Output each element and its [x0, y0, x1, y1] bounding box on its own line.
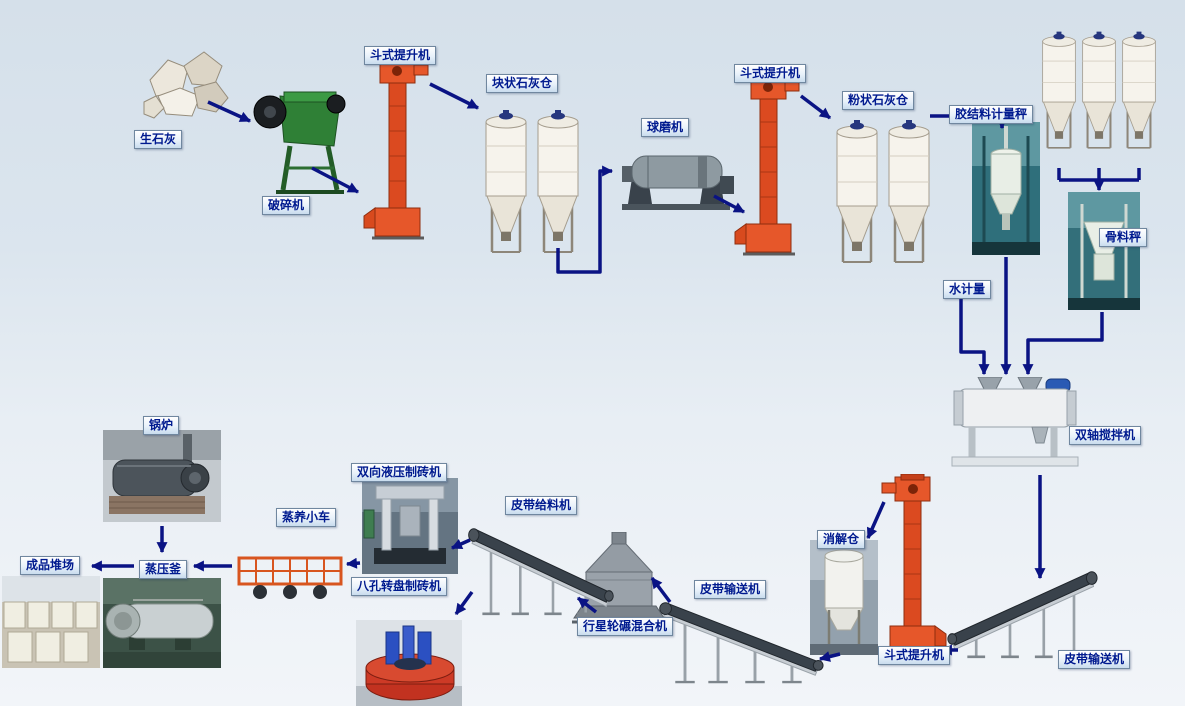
conveyor-icon: [658, 601, 825, 684]
silo-pair-icon: [484, 110, 580, 254]
arrow-elevator2-to-powder-silo: [799, 94, 832, 120]
boiler-photo: [103, 430, 221, 526]
binder-scale-photo: [972, 122, 1040, 259]
label-bucket-elevator-1: 斗式提升机: [364, 46, 437, 65]
bucket-elevator-icon: [362, 56, 430, 240]
aggregate-scale-icon: [1068, 192, 1140, 310]
bucket-elevator-3-machine: [878, 474, 948, 663]
label-product-yard: 成品堆场: [20, 556, 81, 575]
arrow-aggregate-scale-to-mixer: [1022, 312, 1104, 376]
silo-pair-icon: [835, 120, 931, 264]
silo-triple-icon: [1041, 30, 1157, 150]
label-steam-trolley: 蒸养小车: [276, 508, 337, 527]
crusher-machine: [250, 82, 350, 201]
label-aggregate-scale: 骨料秤: [1099, 228, 1148, 247]
belt-conveyor-mid-machine: [650, 588, 825, 690]
label-belt-conveyor-right: 皮带输送机: [1058, 650, 1131, 669]
label-crusher: 破碎机: [262, 196, 311, 215]
label-rotary-brick-machine: 八孔转盘制砖机: [351, 577, 448, 596]
arrow-machine-to-trolley: [345, 557, 361, 569]
powder-lime-silos: [833, 118, 933, 277]
hydraulic-brick-machine-photo: [362, 478, 458, 578]
label-autoclave: 蒸压釜: [139, 560, 188, 579]
boiler-icon: [103, 430, 221, 522]
label-planetary-mixer: 行星轮碾混合机: [577, 617, 674, 636]
label-ball-mill: 球磨机: [641, 118, 690, 137]
conveyor-icon: [946, 570, 1099, 659]
label-belt-conveyor-mid: 皮带输送机: [694, 580, 767, 599]
label-binder-scale: 胶结料计量秤: [949, 105, 1034, 124]
quicklime-rocks: [142, 46, 232, 132]
autoclave-icon: [103, 578, 221, 668]
label-bucket-elevator-2: 斗式提升机: [734, 64, 807, 83]
rotary-brick-machine-icon: [356, 620, 462, 706]
label-water-meter: 水计量: [943, 280, 992, 299]
bucket-elevator-icon: [880, 474, 948, 658]
label-digestion-silo: 消解仓: [817, 530, 866, 549]
steam-trolley-icon: [237, 556, 343, 599]
label-twin-shaft-mixer: 双轴搅拌机: [1069, 426, 1142, 445]
mixer-icon: [951, 376, 1079, 467]
conveyor-icon: [467, 527, 615, 616]
label-block-lime-silo: 块状石灰仓: [486, 74, 559, 93]
autoclave-photo: [103, 578, 221, 672]
label-belt-feeder: 皮带给料机: [505, 496, 578, 515]
belt-feeder-machine: [460, 513, 615, 622]
aggregate-scale-photo: [1068, 192, 1140, 314]
product-yard-photo: [2, 576, 100, 672]
hydraulic-brick-machine-icon: [362, 478, 458, 574]
steam-trolley-machine: [236, 542, 346, 606]
digestion-silo-photo: [810, 540, 878, 659]
twin-shaft-mixer-machine: [950, 376, 1080, 477]
label-boiler: 锅炉: [143, 416, 180, 435]
label-bucket-elevator-3: 斗式提升机: [878, 646, 951, 665]
digestion-silo-icon: [810, 540, 878, 655]
belt-conveyor-right-machine: [946, 556, 1106, 665]
product-yard-icon: [2, 576, 100, 668]
crusher-icon: [253, 91, 346, 194]
bucket-elevator-2-machine: [733, 72, 803, 261]
arrow-water-to-mixer: [959, 295, 990, 376]
bucket-elevator-icon: [733, 72, 801, 256]
binder-scale-icon: [972, 122, 1040, 255]
ball-mill-icon: [622, 155, 734, 210]
bucket-elevator-1-machine: [362, 56, 432, 245]
label-quicklime: 生石灰: [134, 130, 183, 149]
aggregate-silos: [1041, 12, 1157, 178]
label-powder-lime-silo: 粉状石灰仓: [842, 91, 915, 110]
rotary-brick-machine-photo: [356, 620, 462, 706]
block-lime-silos: [482, 108, 582, 267]
label-hydraulic-brick-machine: 双向液压制砖机: [351, 463, 448, 482]
arrow-elevator1-to-block-silo: [429, 82, 479, 110]
ball-mill-machine: [616, 132, 736, 218]
quicklime-rocks-icon: [143, 51, 229, 119]
